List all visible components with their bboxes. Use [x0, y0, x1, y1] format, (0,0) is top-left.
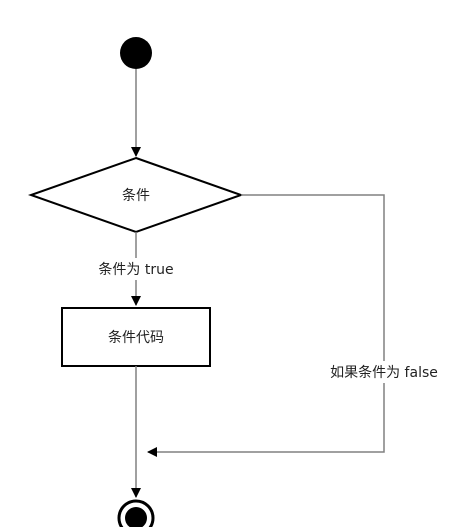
condition-label: 条件: [122, 187, 150, 204]
false-branch-label: 如果条件为 false: [330, 364, 438, 381]
false-label-background: [315, 361, 453, 383]
code-block-label: 条件代码: [108, 329, 164, 346]
false-branch-connector: [147, 194, 385, 457]
true-branch-label: 条件为 true: [98, 261, 173, 278]
code-block-box: [61, 307, 211, 367]
start-node: [120, 37, 152, 69]
true-label-background: [86, 258, 188, 280]
end-node-core: [125, 507, 147, 527]
